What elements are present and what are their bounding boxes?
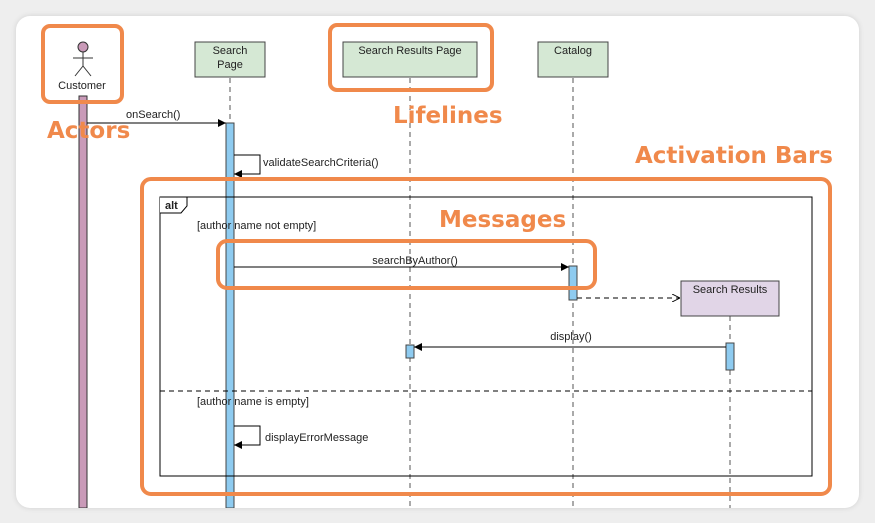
search-page-label-line2: Page bbox=[217, 59, 243, 71]
actor-activation-bar bbox=[78, 95, 88, 508]
callout-lifelines: Lifelines bbox=[393, 103, 503, 129]
lifeline-search-page: Search Page bbox=[194, 41, 266, 78]
display-error-label: displayErrorMessage bbox=[265, 432, 368, 444]
message-display-error: displayErrorMessage bbox=[234, 425, 368, 449]
message-display: display() bbox=[414, 331, 726, 351]
sequence-diagram: Customer Search Page Search Results Page… bbox=[41, 23, 833, 508]
catalog-activation-bar bbox=[568, 265, 578, 301]
message-validate: validateSearchCriteria() bbox=[234, 154, 379, 178]
messages-highlight bbox=[216, 239, 597, 290]
lifeline-catalog: Catalog bbox=[537, 41, 609, 78]
search-results-activation-bar bbox=[725, 342, 735, 371]
alt-operator-label: alt bbox=[165, 200, 178, 212]
lifelines-highlight bbox=[328, 23, 494, 92]
lifeline-search-results-page: Search Results Page bbox=[342, 41, 478, 78]
actor-customer bbox=[73, 41, 93, 77]
actor-highlight bbox=[41, 24, 124, 104]
actor-label: Customer bbox=[58, 80, 106, 92]
callout-messages: Messages bbox=[439, 207, 566, 233]
search-by-author-label: searchByAuthor() bbox=[372, 255, 458, 267]
lifeline-search-results: Search Results bbox=[680, 280, 780, 317]
display-label: display() bbox=[550, 331, 592, 343]
on-search-label: onSearch() bbox=[126, 109, 180, 121]
validate-label: validateSearchCriteria() bbox=[263, 157, 379, 169]
callout-actors: Actors bbox=[47, 118, 130, 144]
alt-fragment: alt [author name not empty] [author name… bbox=[159, 196, 813, 477]
search-results-page-activation-bar bbox=[405, 344, 415, 359]
search-results-page-label: Search Results Page bbox=[358, 45, 461, 57]
search-results-label: Search Results bbox=[693, 284, 768, 296]
guard-author-empty: [author name is empty] bbox=[197, 396, 309, 408]
catalog-label: Catalog bbox=[554, 45, 592, 57]
callout-activation-bars: Activation Bars bbox=[635, 143, 833, 169]
callout-highlights bbox=[41, 23, 832, 496]
message-search-by-author: searchByAuthor() bbox=[234, 255, 569, 271]
diagram-card: Customer Search Page Search Results Page… bbox=[16, 16, 859, 508]
guard-author-not-empty: [author name not empty] bbox=[197, 220, 316, 232]
actor-head bbox=[77, 41, 89, 53]
search-page-activation-bar bbox=[225, 122, 235, 508]
search-page-label-line1: Search bbox=[213, 45, 248, 57]
message-on-search: onSearch() bbox=[87, 109, 226, 127]
activation-bars-highlight bbox=[140, 177, 832, 496]
